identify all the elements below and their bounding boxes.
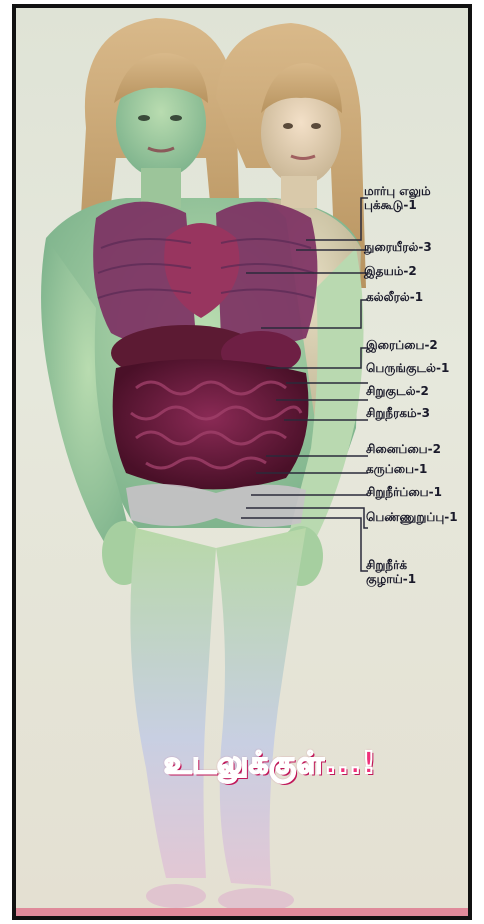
label-ribcage-line2: புக்கூடு-1	[364, 198, 431, 212]
label-bladder: சிறுநீர்ப்பை-1	[366, 485, 442, 499]
right-girl-neck	[281, 176, 317, 208]
label-female-organ: பெண்ணுறுப்பு-1	[366, 510, 458, 524]
left-leg	[130, 528, 216, 878]
label-lungs: நுரையீரல்-3	[364, 240, 432, 254]
bottom-strip	[16, 908, 468, 916]
illustration-frame: மார்பு எலும் புக்கூடு-1 நுரையீரல்-3 இதயம…	[12, 4, 472, 920]
label-heart: இதயம்-2	[364, 264, 417, 278]
left-foot	[146, 884, 206, 908]
intestines-organ	[113, 359, 309, 489]
label-pancreas: சினைப்பை-2	[366, 442, 441, 456]
label-stomach: இரைப்பை-2	[366, 338, 438, 352]
right-leg	[216, 528, 306, 886]
label-liver: கல்லீரல்-1	[366, 290, 423, 304]
label-kidneys: சிறுநீரகம்-3	[366, 406, 430, 420]
label-uterus: கருப்பை-1	[366, 462, 427, 476]
label-large-intestine: பெருங்குடல்-1	[366, 361, 449, 375]
label-ribcage-line1: மார்பு எலும்	[364, 184, 431, 198]
label-urethra: சிறுநீர்க் குழாய்-1	[366, 558, 416, 586]
label-urethra-line1: சிறுநீர்க்	[366, 558, 416, 572]
label-urethra-line2: குழாய்-1	[366, 572, 416, 586]
headline: உடலுக்குள்...!	[164, 746, 377, 785]
label-small-intestine: சிறுகுடல்-2	[366, 384, 429, 398]
label-ribcage: மார்பு எலும் புக்கூடு-1	[364, 184, 431, 212]
